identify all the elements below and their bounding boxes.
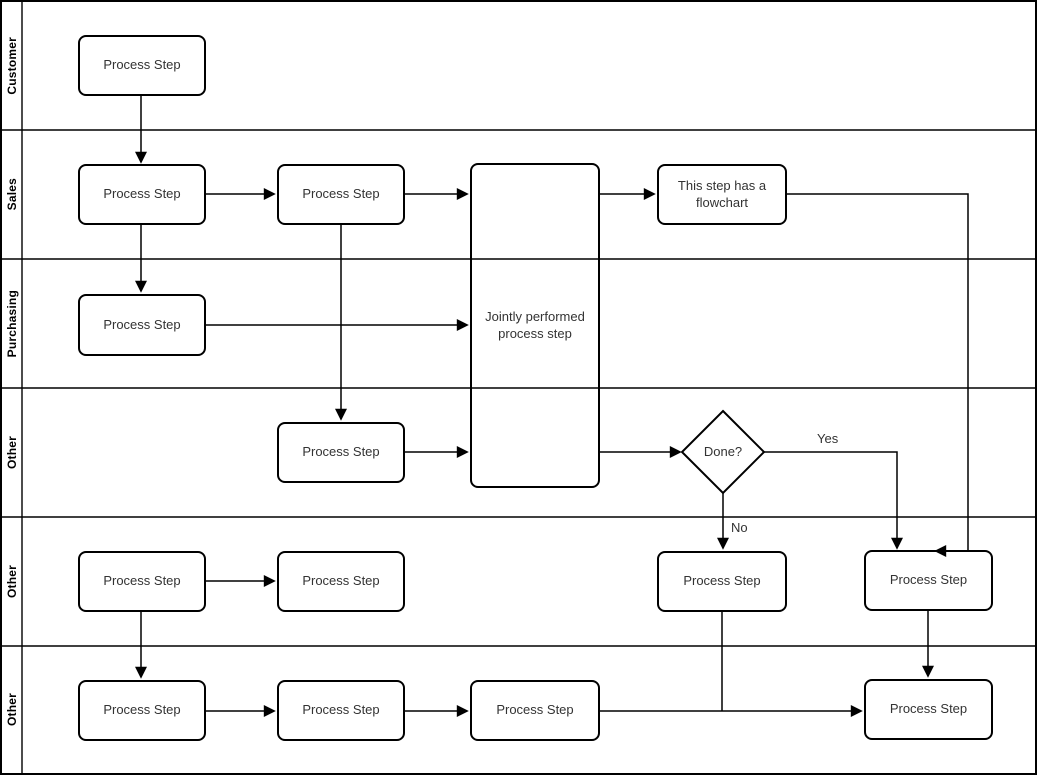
- node-other2-process-step-1[interactable]: Process Step: [78, 551, 206, 612]
- node-other3-process-step-4[interactable]: Process Step: [864, 679, 993, 740]
- node-other3-process-step-2[interactable]: Process Step: [277, 680, 405, 741]
- lane-header-customer: Customer: [2, 2, 22, 130]
- edge-label-no: No: [731, 520, 748, 535]
- node-label: Process Step: [103, 186, 181, 202]
- node-other2-process-step-2[interactable]: Process Step: [277, 551, 405, 612]
- node-label: Process Step: [496, 702, 574, 718]
- node-label: Process Step: [683, 573, 761, 589]
- decision-diamond[interactable]: [680, 409, 766, 495]
- node-jointly-performed-step[interactable]: Jointly performed process step: [470, 163, 600, 488]
- node-other1-process-step[interactable]: Process Step: [277, 422, 405, 483]
- lane-label: Other: [5, 435, 19, 469]
- node-label: Process Step: [103, 316, 181, 332]
- node-step-has-flowchart[interactable]: This step has a flowchart: [657, 164, 787, 225]
- connector-hasflowchart-to-yesstep: [787, 193, 969, 557]
- node-sales-process-step-1[interactable]: Process Step: [78, 164, 206, 225]
- lane-label: Purchasing: [5, 289, 19, 358]
- lane-header-purchasing: Purchasing: [2, 259, 22, 388]
- lane-header-other-2: Other: [2, 517, 22, 646]
- node-no-branch-process-step[interactable]: Process Step: [657, 551, 787, 612]
- lane-header-sales: Sales: [2, 130, 22, 259]
- node-label: Process Step: [302, 702, 380, 718]
- node-purchasing-process-step[interactable]: Process Step: [78, 294, 206, 356]
- lane-header-other-3: Other: [2, 646, 22, 774]
- lane-label: Other: [5, 564, 19, 598]
- node-label: This step has a flowchart: [677, 178, 767, 210]
- node-label: Process Step: [103, 57, 181, 73]
- lane-label: Other: [5, 693, 19, 727]
- edge-label-yes: Yes: [817, 431, 839, 446]
- node-label: Process Step: [302, 573, 380, 589]
- node-other3-process-step-1[interactable]: Process Step: [78, 680, 206, 741]
- node-label: Process Step: [103, 573, 181, 589]
- connector-decision-yes: [764, 451, 903, 550]
- lane-label: Sales: [5, 178, 19, 211]
- node-sales-process-step-2[interactable]: Process Step: [277, 164, 405, 225]
- node-label: Process Step: [302, 444, 380, 460]
- node-other3-process-step-3[interactable]: Process Step: [470, 680, 600, 741]
- node-label: Process Step: [302, 186, 380, 202]
- lane-label: Customer: [5, 37, 19, 95]
- decision-label: Done?: [703, 444, 743, 459]
- lane-header-other-1: Other: [2, 388, 22, 517]
- node-yes-branch-process-step[interactable]: Process Step: [864, 550, 993, 611]
- node-customer-process-step[interactable]: Process Step: [78, 35, 206, 96]
- node-label: Process Step: [889, 701, 968, 717]
- node-label: Process Step: [103, 702, 181, 718]
- node-label: Jointly performed process step: [485, 309, 585, 341]
- node-label: Process Step: [889, 572, 968, 588]
